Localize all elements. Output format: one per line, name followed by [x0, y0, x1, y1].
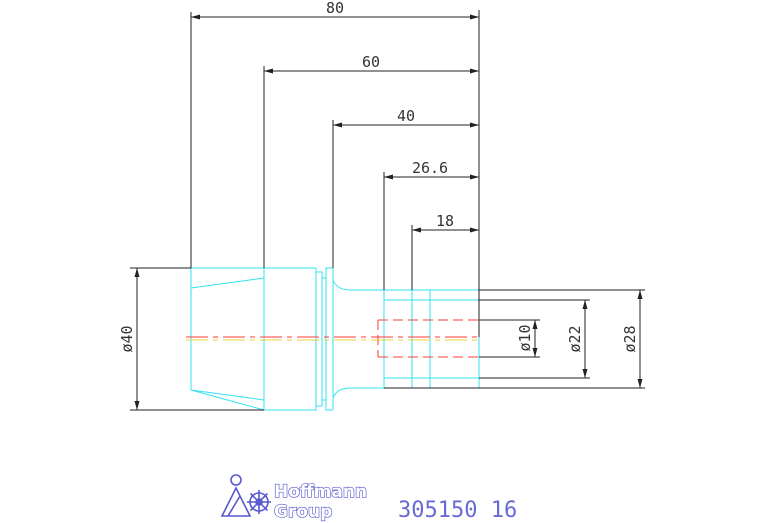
dim-label-80: 80: [326, 0, 344, 17]
logo-line-1: Hoffmann: [274, 482, 367, 502]
length-dimensions: [190, 10, 480, 337]
hoffmann-emblem-icon: [220, 474, 271, 517]
length-arrows: [191, 14, 479, 233]
shank-outline: [383, 289, 480, 389]
taper-line-top: [190, 277, 265, 289]
hidden-bore: [377, 319, 479, 358]
dim-label-40: 40: [397, 107, 415, 125]
part-number: 305150 16: [398, 498, 517, 523]
dim-label-60: 60: [362, 53, 380, 71]
dim-label-18: 18: [436, 212, 454, 230]
diameter-arrows: [134, 268, 643, 410]
hoffmann-group-logo: Hoffmann Group: [220, 474, 368, 523]
collar-outline: [264, 267, 317, 411]
part-outline: [190, 267, 480, 411]
groove-outline-top: [315, 267, 333, 279]
neck-outline-top: [332, 268, 384, 291]
dim-label-dia-40: ø40: [118, 325, 136, 352]
centerline: [186, 336, 480, 341]
logo-line-2: Group: [274, 502, 332, 522]
dim-label-dia-22: ø22: [566, 325, 584, 352]
dim-label-dia-28: ø28: [621, 325, 639, 352]
neck-outline-bottom: [332, 387, 384, 410]
taper-line-bottom: [190, 389, 265, 401]
dim-label-26-6: 26.6: [412, 159, 448, 177]
taper-outline: [190, 267, 265, 411]
groove-outline-bottom: [315, 399, 333, 411]
dim-label-dia-10: ø10: [516, 324, 534, 351]
